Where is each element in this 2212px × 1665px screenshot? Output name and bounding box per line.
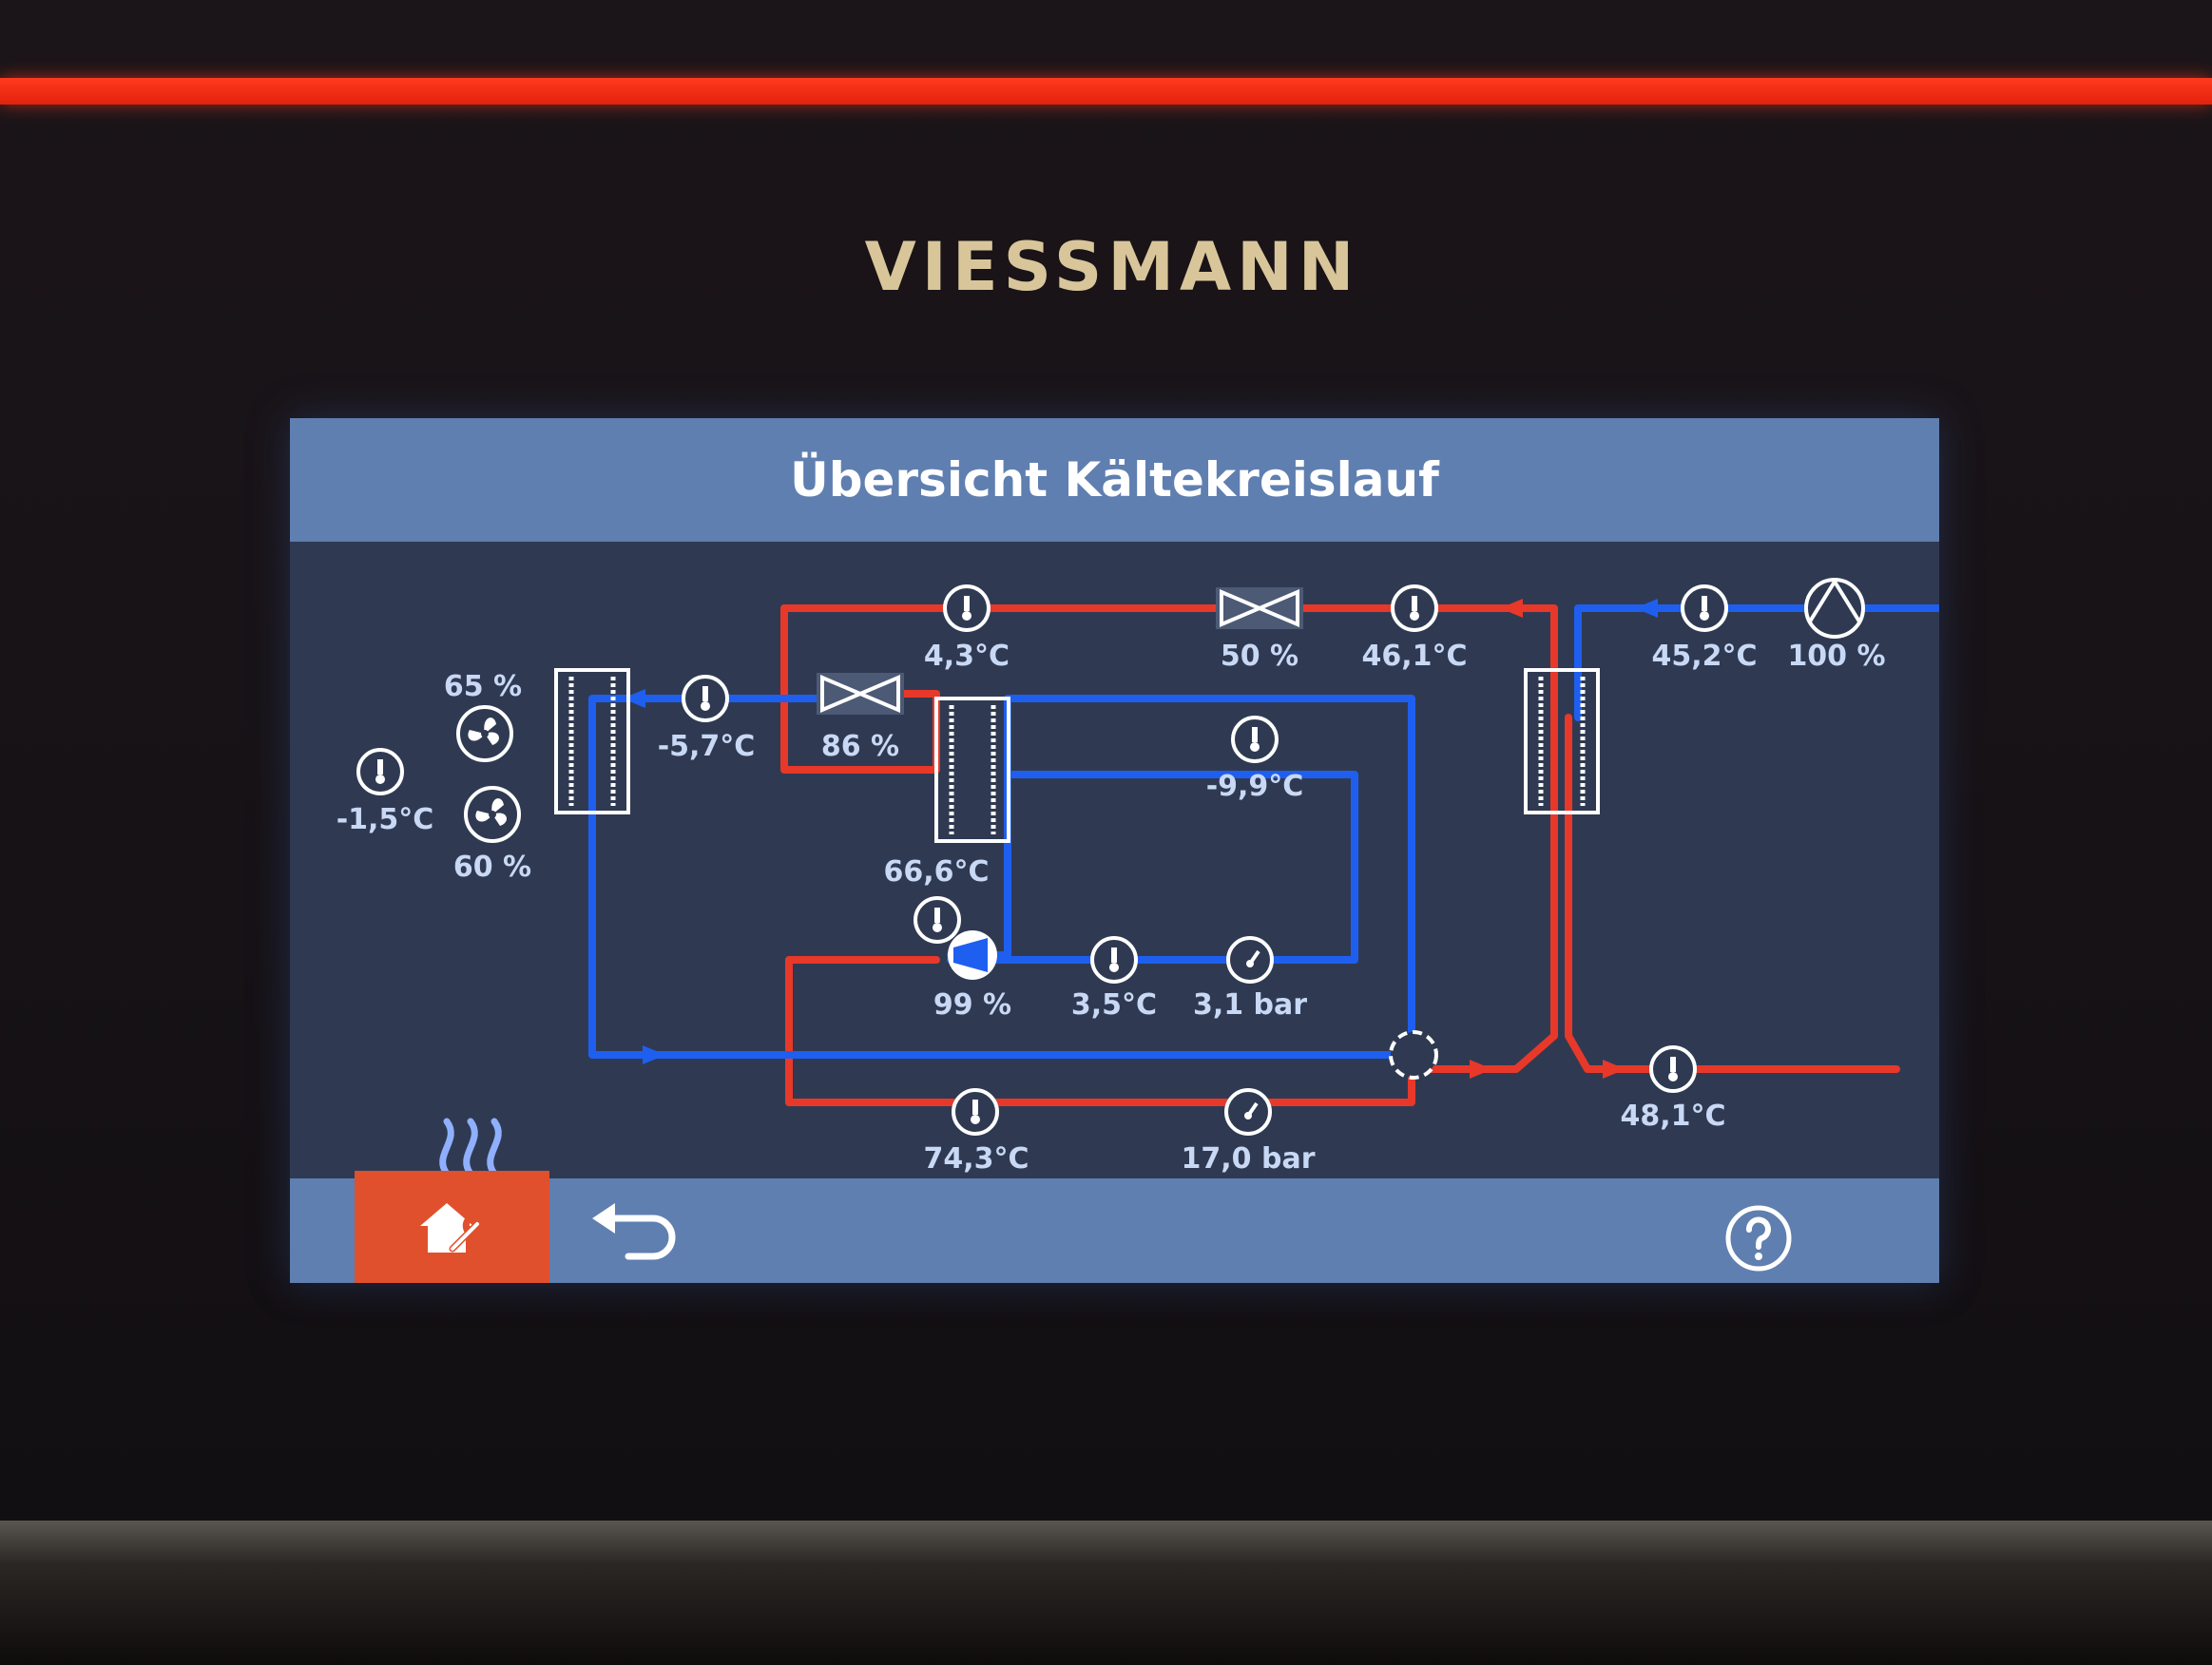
pump-label: 100 % — [1787, 640, 1886, 673]
return-temp-label: 48,1°C — [1620, 1100, 1726, 1133]
compressor-label: 99 % — [933, 988, 1012, 1022]
exp-valve-2-label: 50 % — [1220, 640, 1299, 673]
hx-temp-label: 66,6°C — [883, 855, 990, 889]
suction-pressure-label: 3,1 bar — [1192, 988, 1308, 1022]
page-title: Übersicht Kältekreislauf — [790, 452, 1439, 507]
suction-temp-label: -9,9°C — [1205, 770, 1304, 803]
circuit-svg — [356, 578, 1939, 1177]
outdoor-temp-label: -1,5°C — [336, 803, 434, 836]
hot-gas-temp-label: 74,3°C — [923, 1142, 1029, 1176]
evap-out-temp-label: -5,7°C — [657, 730, 756, 763]
refrigerant-circuit-diagram: -1,5°C 65 % 60 % -5,7°C 86 % 66,6°C 4,3°… — [290, 542, 1939, 1178]
home-wrench-icon — [419, 1203, 489, 1253]
touch-screen: Übersicht Kältekreislauf — [290, 418, 1939, 1283]
fan-bottom-label: 60 % — [452, 851, 532, 884]
suction-temp2-label: 3,5°C — [1070, 988, 1158, 1022]
back-button[interactable] — [585, 1197, 689, 1264]
supply-temp-label: 45,2°C — [1651, 640, 1758, 673]
screen-header: Übersicht Kältekreislauf — [290, 418, 1939, 542]
brand-logo: VIESSMANN — [864, 228, 1360, 306]
discharge-pressure-label: 17,0 bar — [1181, 1142, 1316, 1176]
back-arrow-icon — [592, 1203, 676, 1260]
hot-line-temp-label: 46,1°C — [1361, 640, 1468, 673]
screen-footer — [290, 1178, 1939, 1283]
exp-valve-1-label: 86 % — [820, 730, 900, 763]
help-icon — [1725, 1205, 1792, 1272]
status-light-strip — [0, 78, 2212, 105]
help-button[interactable] — [1723, 1203, 1794, 1273]
home-service-button[interactable] — [355, 1171, 549, 1283]
top-temp-label: 4,3°C — [923, 640, 1010, 673]
fan-top-label: 65 % — [443, 670, 523, 703]
device-bezel: VIESSMANN Übersicht Kältekreislauf — [0, 0, 2212, 1521]
shelf-surface — [0, 1521, 2212, 1665]
